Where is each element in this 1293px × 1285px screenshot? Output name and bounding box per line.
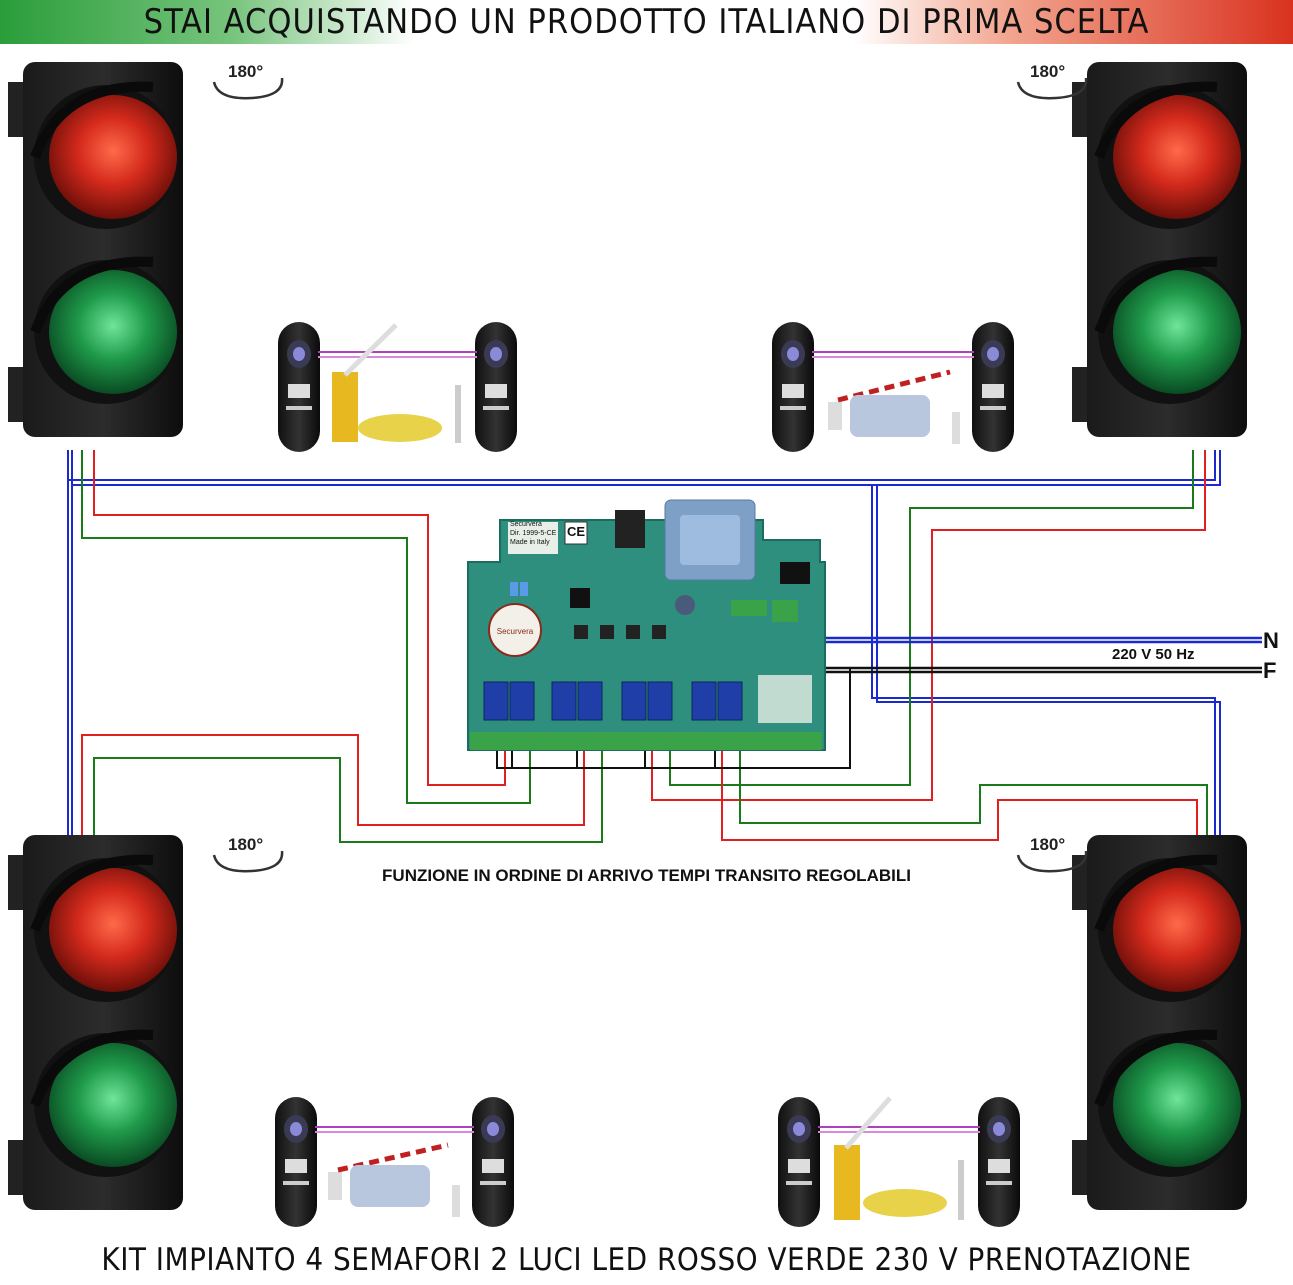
car-icon	[863, 1189, 947, 1217]
blue-wire	[68, 450, 1216, 481]
traffic-light-top-right	[1072, 62, 1247, 437]
rotation-label: 180°	[1030, 835, 1066, 854]
green-wire	[93, 750, 603, 843]
photocell-group-bottom-right	[778, 1096, 1020, 1227]
blue-wire	[788, 618, 1262, 640]
neutral-label: N	[1263, 628, 1279, 653]
rotate-180-icon	[1016, 850, 1088, 873]
car-icon	[358, 414, 442, 442]
rotate-180-icon	[1016, 77, 1088, 100]
rotate-180-icons	[212, 77, 1088, 873]
photocell-group-top-left	[278, 322, 517, 452]
traffic-light-bottom-right	[1072, 835, 1247, 1210]
traffic-light-bottom-left	[8, 835, 183, 1210]
car-icon	[350, 1165, 430, 1207]
green-wire	[669, 450, 1194, 786]
control-board: Securvera	[467, 499, 826, 751]
red-wire	[81, 734, 585, 835]
barrier-icon	[828, 402, 842, 430]
svg-text:Securvera: Securvera	[497, 627, 534, 636]
car-icon	[850, 395, 930, 437]
board-brand: Securvera	[510, 521, 542, 528]
red-wire	[651, 450, 1206, 801]
red-wire	[93, 450, 506, 786]
rotation-label: 180°	[228, 835, 264, 854]
wires	[67, 450, 1262, 843]
voltage-label: 220 V 50 Hz	[1112, 646, 1195, 663]
rotate-180-icon	[212, 850, 284, 873]
barrier-icon	[834, 1145, 860, 1220]
red-wire	[721, 750, 1198, 841]
green-wire	[81, 450, 531, 804]
blue-wire	[72, 450, 1221, 486]
rotation-label: 180°	[1030, 62, 1066, 81]
phase-label: F	[1263, 658, 1277, 683]
board-directive: Dir. 1999-5-CE	[510, 530, 557, 537]
barrier-icon	[328, 1172, 342, 1200]
photocell-group-bottom-left	[275, 1097, 514, 1227]
photocell-group-top-right	[772, 322, 1014, 452]
rotation-label: 180°	[228, 62, 264, 81]
traffic-light-top-left	[8, 62, 183, 437]
rotate-180-icon	[212, 77, 284, 100]
function-label: FUNZIONE IN ORDINE DI ARRIVO TEMPI TRANS…	[382, 866, 911, 885]
green-wire	[739, 750, 1208, 835]
top-banner: STAI ACQUISTANDO UN PRODOTTO ITALIANO DI…	[0, 0, 1293, 44]
ce-mark: CE	[567, 524, 586, 539]
black-wire	[496, 668, 851, 769]
bottom-banner: KIT IMPIANTO 4 SEMAFORI 2 LUCI LED ROSSO…	[101, 1242, 1192, 1278]
seal-logo	[488, 603, 542, 657]
board-origin: Made in Italy	[510, 539, 550, 546]
blue-wire	[871, 485, 1216, 835]
blue-wire	[876, 485, 1221, 835]
barrier-icon	[332, 372, 358, 442]
